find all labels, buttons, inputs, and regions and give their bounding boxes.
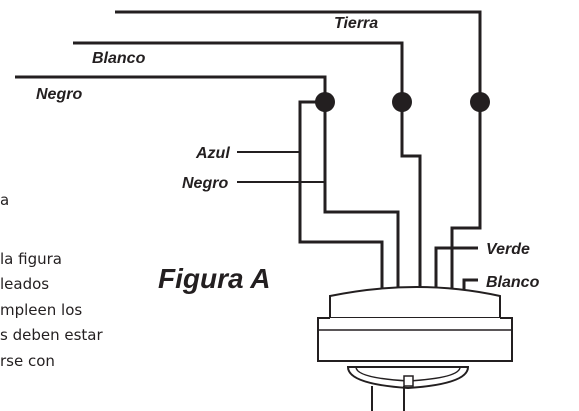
label-negro-supply: Negro (36, 86, 82, 103)
body-text-line-6: rse con (0, 352, 55, 370)
supply-wire-tierra (115, 10, 482, 292)
body-text-line-3: leados (0, 275, 49, 293)
wire-nut-tierra (470, 92, 490, 112)
body-text-line-5: s deben estar (0, 326, 103, 344)
label-azul: Azul (195, 145, 230, 162)
body-text-line-4: mpleen los (0, 301, 82, 319)
label-verde: Verde (486, 241, 530, 258)
fixture-wire-blanco (462, 278, 478, 292)
label-blanco-supply: Blanco (92, 50, 146, 67)
body-text-line-2: la figura (0, 250, 62, 268)
fixture-wire-verde (434, 246, 478, 292)
wire-nut-blanco (392, 92, 412, 112)
supply-wire-blanco (73, 41, 422, 292)
label-blanco-fixture: Blanco (486, 274, 540, 291)
body-text: a la figura leados mpleen los s deben es… (0, 191, 103, 370)
label-tierra: Tierra (334, 15, 378, 32)
fixture-lens (346, 366, 470, 411)
figure-title: Figura A (158, 263, 271, 294)
fixture-wire-azul (298, 100, 384, 292)
fixture-wire-negro (323, 102, 400, 292)
body-text-line-1: a (0, 191, 9, 209)
fixture-canopy (317, 286, 513, 362)
label-negro-fixture: Negro (182, 175, 228, 192)
